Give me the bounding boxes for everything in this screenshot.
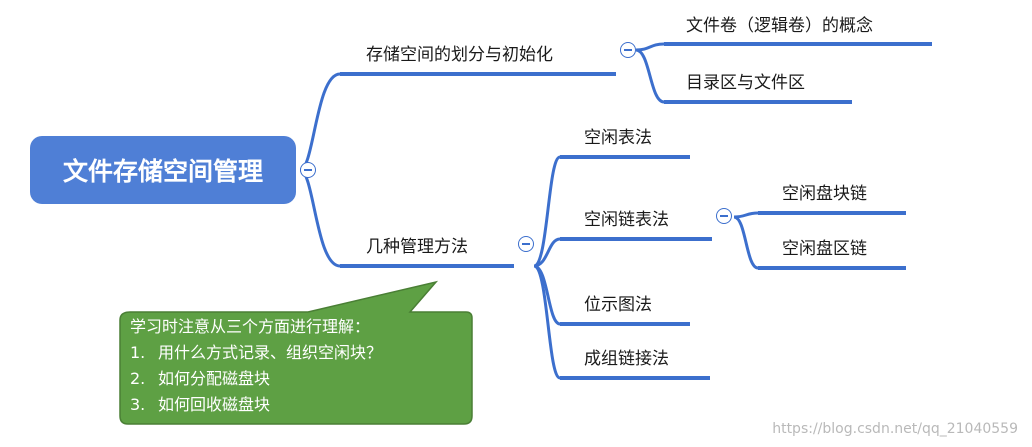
node-bitmap-label: 位示图法 [584,295,652,315]
callout-item-text: 用什么方式记录、组织空闲块？ [158,343,383,362]
callout-bubble [119,280,473,425]
callout-item: 1. 用什么方式记录、组织空闲块？ [130,340,460,366]
callout-title: 学习时注意从三个方面进行理解： [130,317,371,336]
branch-management-methods-label: 几种管理方法 [366,237,468,257]
callout-item-number: 1. [130,343,146,362]
branch-storage-partition[interactable]: 存储空间的划分与初始化 [366,44,553,66]
branch-management-methods-underline [340,264,514,268]
node-volume-concept[interactable]: 文件卷（逻辑卷）的概念 [686,15,873,37]
node-free-table-underline [560,155,690,159]
node-free-block-chain-underline [758,211,906,215]
node-free-table-label: 空闲表法 [584,128,652,148]
callout-item-number: 2. [130,369,146,388]
node-free-list-toggle[interactable] [716,208,732,224]
watermark: https://blog.csdn.net/qq_21040559 [772,421,1018,437]
node-free-extent-chain-label: 空闲盘区链 [782,239,867,259]
branch-management-methods[interactable]: 几种管理方法 [366,236,468,258]
node-directory-file-area-label: 目录区与文件区 [686,73,805,93]
node-free-extent-chain[interactable]: 空闲盘区链 [782,238,867,260]
branch-storage-partition-underline [340,72,616,76]
root-collapse-toggle[interactable] [300,162,316,178]
node-free-list[interactable]: 空闲链表法 [584,209,669,231]
callout-item: 2. 如何分配磁盘块 [130,366,460,392]
node-grouped-linking-label: 成组链接法 [584,349,669,369]
node-grouped-linking-underline [560,376,710,380]
node-bitmap-underline [560,322,690,326]
node-bitmap[interactable]: 位示图法 [584,294,652,316]
node-free-list-underline [560,237,712,241]
node-free-list-label: 空闲链表法 [584,210,669,230]
node-volume-concept-underline [664,42,932,46]
node-directory-file-area-underline [664,100,852,104]
callout-item-number: 3. [130,395,146,414]
callout-item: 3. 如何回收磁盘块 [130,392,460,418]
root-label: 文件存储空间管理 [62,157,263,186]
branch-storage-partition-toggle[interactable] [620,42,636,58]
branch-storage-partition-label: 存储空间的划分与初始化 [366,45,553,65]
callout-item-text: 如何回收磁盘块 [158,395,271,414]
node-volume-concept-label: 文件卷（逻辑卷）的概念 [686,16,873,36]
node-free-block-chain[interactable]: 空闲盘块链 [782,183,867,205]
node-free-extent-chain-underline [758,266,906,270]
node-grouped-linking[interactable]: 成组链接法 [584,348,669,370]
node-free-table[interactable]: 空闲表法 [584,127,652,149]
node-free-block-chain-label: 空闲盘块链 [782,184,867,204]
branch-management-methods-toggle[interactable] [518,236,534,252]
root-node[interactable]: 文件存储空间管理 [30,136,296,204]
callout-note: 学习时注意从三个方面进行理解： 1. 用什么方式记录、组织空闲块？ 2. 如何分配磁… [130,314,460,418]
callout-item-text: 如何分配磁盘块 [158,369,271,388]
node-directory-file-area[interactable]: 目录区与文件区 [686,72,805,94]
